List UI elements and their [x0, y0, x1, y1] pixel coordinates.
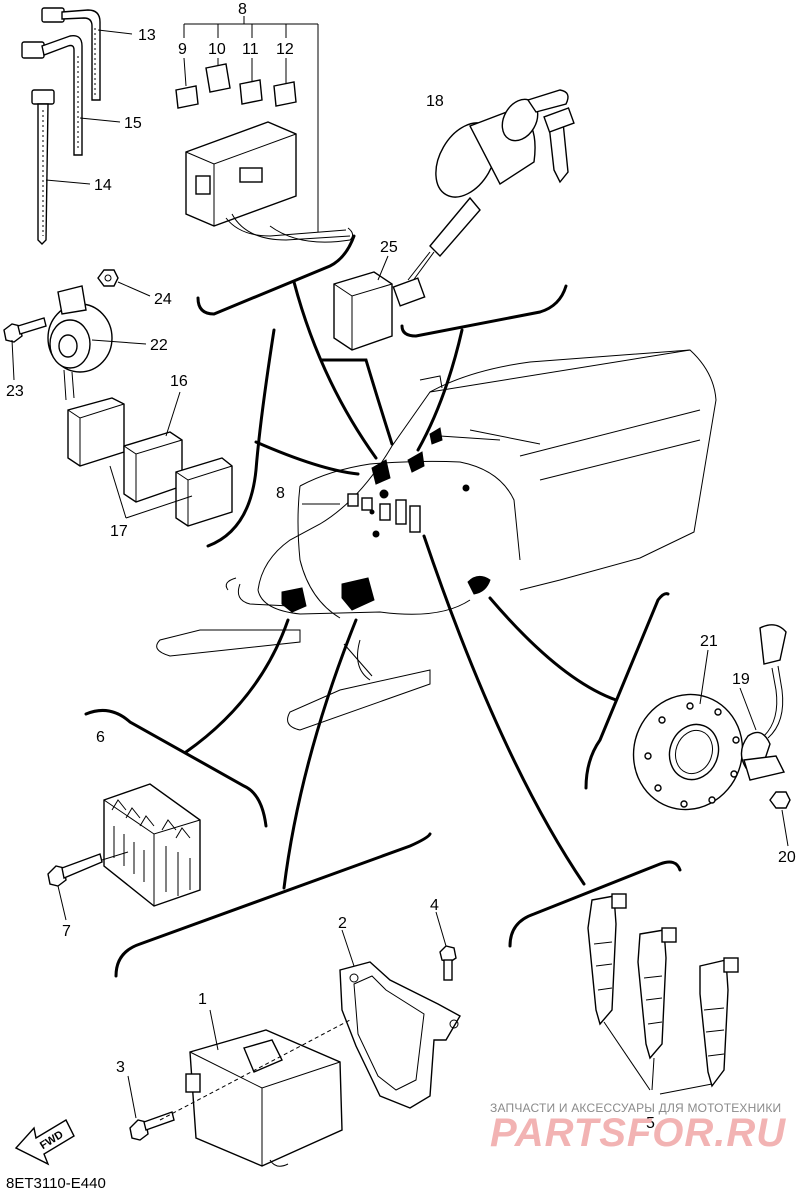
- pickup-coil: [740, 624, 787, 781]
- watermark-logo: PARTSFOR.RU: [490, 1111, 786, 1155]
- ignition-coil: [47, 285, 113, 401]
- rectifier-regulator: [103, 783, 201, 907]
- label-8: 8: [238, 1, 247, 18]
- label-20: 20: [778, 849, 796, 866]
- relay-set: [67, 397, 233, 527]
- cable-tie-15: [21, 35, 83, 156]
- diagram-code: 8ET3110-E440: [6, 1175, 106, 1192]
- cable-tie-13: [41, 7, 101, 101]
- snowmobile-outline: [156, 349, 717, 731]
- label-11: 11: [242, 41, 259, 58]
- fuses: [175, 57, 297, 109]
- body-fuses: [347, 493, 421, 533]
- bolt-23: [3, 317, 47, 343]
- body-connectors: [281, 427, 491, 613]
- bolt-7: [47, 853, 103, 887]
- label-24: 24: [154, 291, 172, 308]
- label-6: 6: [96, 729, 105, 746]
- label-10: 10: [208, 41, 226, 58]
- nut-24: [97, 269, 119, 287]
- label-1: 1: [198, 991, 207, 1008]
- label-25: 25: [380, 239, 398, 256]
- callout-lines: [84, 234, 682, 978]
- watermark: ЗАПЧАСТИ И АКСЕССУАРЫ ДЛЯ МОТОТЕХНИКИ PA…: [490, 1101, 786, 1155]
- label-19: 19: [732, 671, 750, 688]
- pickup-plate: [632, 693, 744, 811]
- fwd-arrow: FWD: [14, 1119, 75, 1166]
- label-7: 7: [62, 923, 71, 940]
- main-switch: [392, 89, 575, 307]
- label-2: 2: [338, 915, 347, 932]
- fuse-group-bracket: [183, 16, 319, 232]
- label-14: 14: [94, 177, 112, 194]
- label-5: 5: [646, 1115, 655, 1132]
- label-13: 13: [138, 27, 156, 44]
- bolt-4: [439, 945, 457, 981]
- label-18: 18: [426, 93, 444, 110]
- part-labels: 8 9 10 11 12 13 15 14 18 25 24 22 23 16 …: [6, 1, 796, 1132]
- label-8-body: 8: [276, 485, 285, 502]
- label-15: 15: [124, 115, 142, 132]
- label-23: 23: [6, 383, 24, 400]
- fuse-box: [185, 121, 354, 243]
- label-4: 4: [430, 897, 439, 914]
- spark-plug-caps: [587, 893, 739, 1088]
- cable-tie-14: [31, 89, 55, 245]
- label-3: 3: [116, 1059, 125, 1076]
- label-22: 22: [150, 337, 168, 354]
- label-21: 21: [700, 633, 718, 650]
- relay: [333, 271, 393, 351]
- cdi-bracket: [339, 961, 461, 1109]
- cdi-unit: [185, 1029, 343, 1167]
- nut-20: [769, 791, 791, 809]
- watermark-line1: ЗАПЧАСТИ И АКСЕССУАРЫ ДЛЯ МОТОТЕХНИКИ: [490, 1101, 781, 1115]
- label-16: 16: [170, 373, 188, 390]
- label-9: 9: [178, 41, 187, 58]
- label-17: 17: [110, 523, 128, 540]
- label-12: 12: [276, 41, 294, 58]
